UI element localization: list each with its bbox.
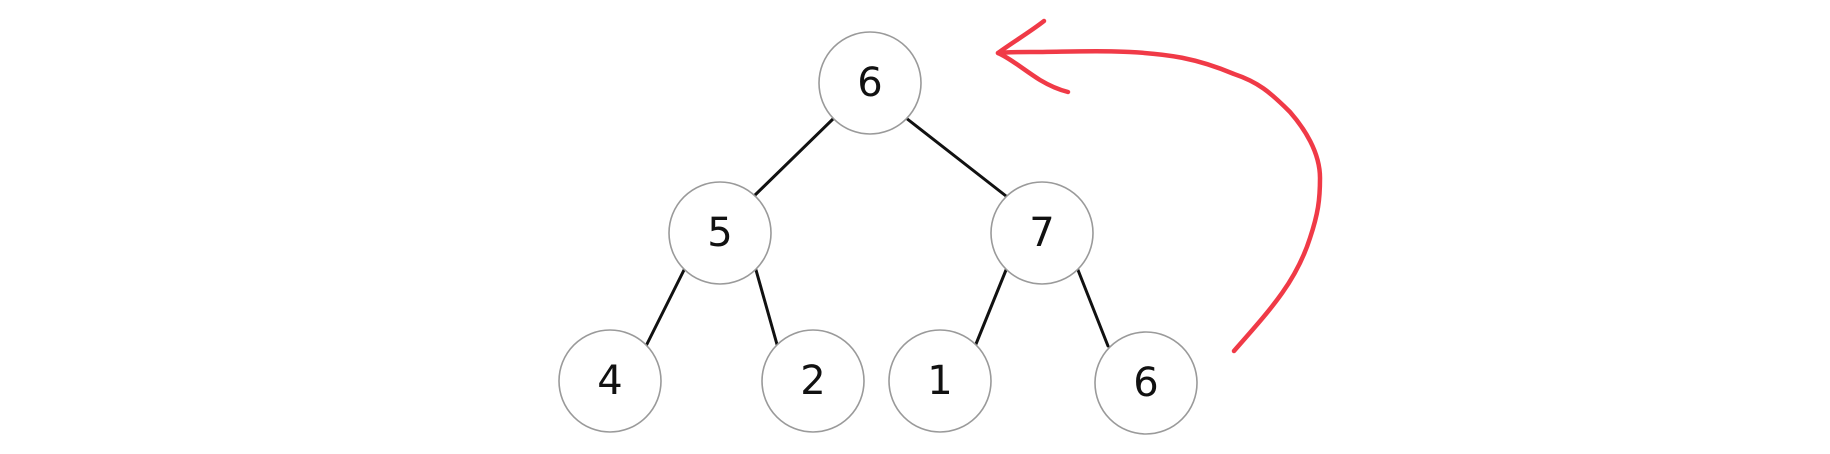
tree-node-right: 7 (990, 181, 1094, 285)
annotation-arrow (995, 18, 1323, 354)
edge-root-left (750, 116, 836, 200)
node-circle (990, 181, 1094, 285)
node-circle (558, 329, 662, 433)
edge-right-right-right (1076, 268, 1110, 348)
tree-node-right-left: 1 (888, 329, 992, 433)
node-circle (1094, 331, 1198, 435)
node-circle (888, 329, 992, 433)
node-label: 6 (1133, 360, 1158, 406)
node-label: 2 (800, 358, 825, 404)
node-circle (761, 329, 865, 433)
tree-edges (644, 116, 1110, 350)
node-circle (668, 181, 772, 285)
edge-left-left-left (644, 268, 686, 348)
node-label: 1 (927, 358, 952, 404)
edge-right-right-left (974, 268, 1008, 346)
edge-root-right (904, 116, 1008, 198)
tree-node-left-right: 2 (761, 329, 865, 433)
node-label: 5 (707, 210, 732, 256)
tree-node-right-right: 6 (1094, 331, 1198, 435)
tree-node-left-left: 4 (558, 329, 662, 433)
node-circle (818, 31, 922, 135)
annotation-arrowhead (995, 18, 1071, 95)
tree-node-left: 5 (668, 181, 772, 285)
edge-left-left-right (754, 268, 780, 350)
annotation-arrow-curve (995, 48, 1323, 354)
tree-node-root: 6 (818, 31, 922, 135)
node-label: 4 (597, 358, 622, 404)
node-label: 6 (857, 60, 882, 106)
tree-nodes: 6 5 7 4 2 1 6 (558, 31, 1198, 435)
node-label: 7 (1029, 210, 1054, 256)
